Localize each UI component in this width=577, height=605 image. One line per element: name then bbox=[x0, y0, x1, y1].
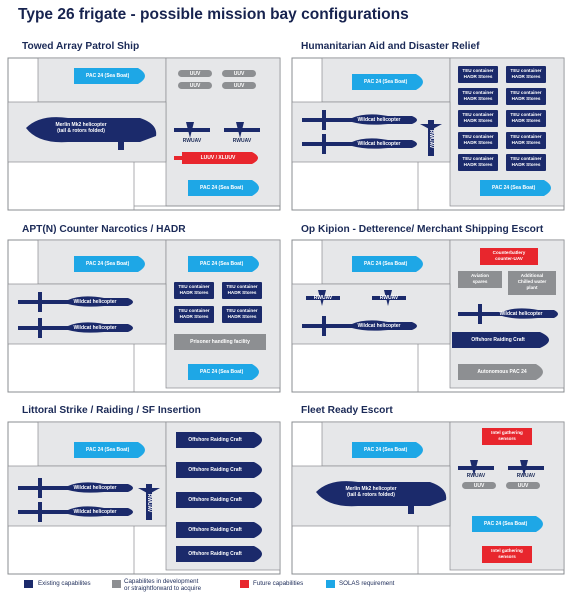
deck-layout bbox=[7, 421, 281, 575]
aviation-spares-box: Aviation spares bbox=[458, 271, 502, 288]
panel-fleet-ready: Intel gathering sensors PAC 24 (Sea Boat… bbox=[291, 421, 565, 575]
sea-boat-shape bbox=[74, 68, 145, 84]
teu-container: TEU container HADR Stores bbox=[458, 132, 498, 149]
panel-op-kipion: PAC 24 (Sea Boat) Counterbatlery counter… bbox=[291, 239, 565, 393]
teu-container: TEU container HADR Stores bbox=[506, 88, 546, 105]
legend-development: Capabilites in development or straightfo… bbox=[124, 578, 202, 592]
teu-container: TEU container HADR Stores bbox=[174, 306, 214, 323]
teu-container: TEU container HADR Stores bbox=[506, 154, 546, 171]
teu-container: TEU container HADR Stores bbox=[506, 110, 546, 127]
deck-layout bbox=[291, 239, 565, 393]
legend-swatch-solas bbox=[326, 580, 335, 588]
deck-layout bbox=[291, 421, 565, 575]
legend-future: Future capabilities bbox=[253, 580, 304, 587]
panel-hadr: PAC 24 (Sea Boat) Wildcat helicopter Wil… bbox=[291, 57, 565, 211]
teu-container: TEU container HADR Stores bbox=[458, 110, 498, 127]
teu-container: TEU container HADR Stores bbox=[222, 282, 262, 299]
teu-container: TEU container HADR Stores bbox=[506, 66, 546, 83]
panel-towed-array: PAC 24 (Sea Boat) UUV UUV UUV UUV Merlin… bbox=[7, 57, 281, 211]
intel-sensors-box: Intel gathering sensors bbox=[482, 546, 532, 563]
intel-sensors-box: Intel gathering sensors bbox=[482, 428, 532, 445]
teu-container: TEU container HADR Stores bbox=[458, 88, 498, 105]
legend-swatch-existing bbox=[24, 580, 33, 588]
teu-container: TEU container HADR Stores bbox=[458, 154, 498, 171]
panel-title-fleet-ready: Fleet Ready Escort bbox=[301, 405, 393, 416]
panel-aptn: PAC 24 (Sea Boat) PAC 24 (Sea Boat) Wild… bbox=[7, 239, 281, 393]
legend-swatch-development bbox=[112, 580, 121, 588]
panel-title-littoral-strike: Littoral Strike / Raiding / SF Insertion bbox=[22, 405, 201, 416]
panel-title-towed-array: Towed Array Patrol Ship bbox=[22, 41, 140, 52]
deck-layout bbox=[7, 57, 281, 211]
chilled-water-box: Additional Chilled water plant bbox=[508, 271, 556, 295]
panel-title-op-kipion: Op Kipion - Detterence/ Merchant Shippin… bbox=[301, 224, 544, 235]
legend-swatch-future bbox=[240, 580, 249, 588]
panel-title-aptn: APT(N) Counter Narcotics / HADR bbox=[22, 224, 186, 235]
legend-existing: Existing capabilites bbox=[38, 580, 91, 587]
teu-container: TEU container HADR Stores bbox=[222, 306, 262, 323]
panel-title-hadr: Humanitarian Aid and Disaster Relief bbox=[301, 41, 480, 52]
panel-littoral-strike: PAC 24 (Sea Boat) Wildcat helicopter Wil… bbox=[7, 421, 281, 575]
teu-container: TEU container HADR Stores bbox=[458, 66, 498, 83]
teu-container: TEU container HADR Stores bbox=[174, 282, 214, 299]
page-title: Type 26 frigate - possible mission bay c… bbox=[18, 6, 409, 23]
counter-uav-box: Counterbatlery counter-UAV bbox=[480, 248, 538, 265]
teu-container: TEU container HADR Stores bbox=[506, 132, 546, 149]
legend-solas: SOLAS requirement bbox=[339, 580, 395, 587]
